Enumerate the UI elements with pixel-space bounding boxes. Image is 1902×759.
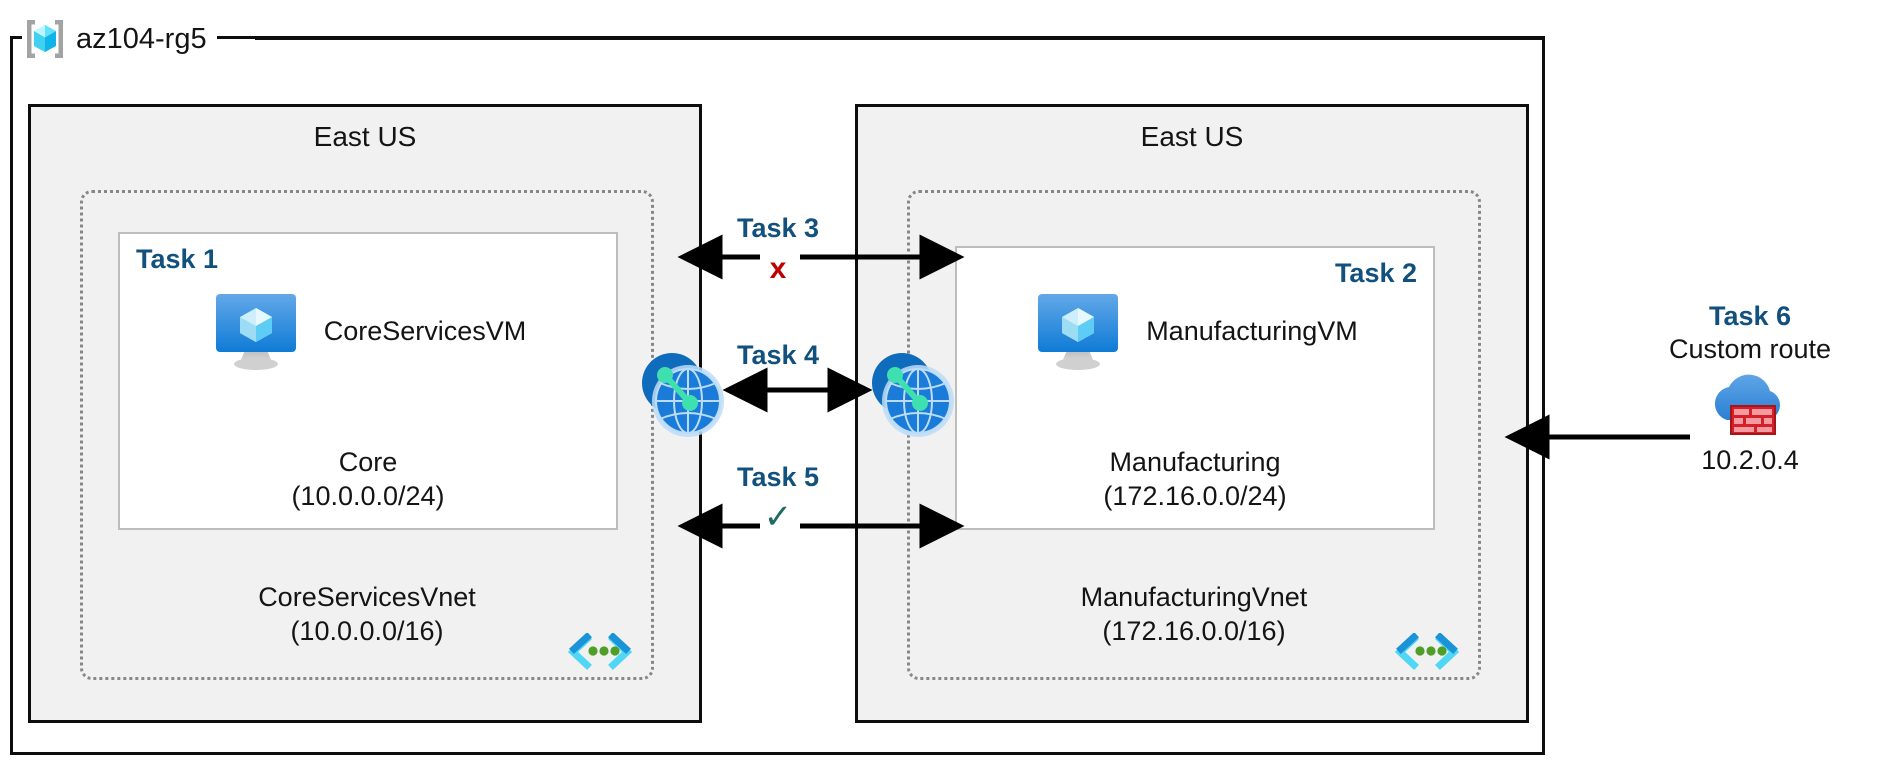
task-6-block: Task 6 Custom route xyxy=(1600,300,1900,479)
azure-firewall-icon-wrap xyxy=(1600,367,1900,443)
vnet-coreservices: CoreServicesVnet (10.0.0.0/16) xyxy=(80,190,654,680)
subnet-core-name: Core xyxy=(338,446,398,477)
subnet-manufacturing-cidr: (172.16.0.0/24) xyxy=(1103,481,1287,512)
azure-vm-icon xyxy=(1032,288,1124,374)
azure-resource-group-icon xyxy=(22,16,68,62)
vnet-manufacturing: ManufacturingVnet (172.16.0.0/16) xyxy=(907,190,1481,680)
vnet-coreservices-label: CoreServicesVnet (10.0.0.0/16) xyxy=(83,580,651,649)
vnet-icon xyxy=(1394,632,1460,673)
task-3-title: Task 3 xyxy=(736,213,820,243)
subnet-manufacturing: Task 2 xyxy=(955,246,1435,530)
resource-group-top-rule xyxy=(255,37,1545,40)
subnet-core-cidr: (10.0.0.0/24) xyxy=(291,481,445,512)
task-3-verdict-cross-icon: x xyxy=(769,252,787,285)
subnet-manufacturing-label: Manufacturing (172.16.0.0/24) xyxy=(957,445,1433,514)
subnet-core: Task 1 xyxy=(118,232,618,530)
task-6-ip: 10.2.0.4 xyxy=(1701,445,1799,476)
vm-row-coreservices: CoreServicesVM xyxy=(120,288,616,374)
region-right-title: East US xyxy=(1140,121,1244,152)
vm-row-manufacturing: ManufacturingVM xyxy=(957,288,1433,374)
task-5-verdict-check-icon: ✓ xyxy=(763,498,793,536)
resource-group-name: az104-rg5 xyxy=(76,22,207,55)
task-6-subtitle: Custom route xyxy=(1668,334,1832,365)
task-2-tag: Task 2 xyxy=(1334,258,1417,288)
vnet-manufacturing-cidr: (172.16.0.0/16) xyxy=(1102,616,1286,647)
azure-vm-icon xyxy=(210,288,302,374)
resource-group-label: az104-rg5 xyxy=(22,20,217,58)
vnet-manufacturing-label: ManufacturingVnet (172.16.0.0/16) xyxy=(910,580,1478,649)
vnet-icon xyxy=(567,632,633,673)
vm-name-manufacturing: ManufacturingVM xyxy=(1146,315,1358,346)
task-5-title: Task 5 xyxy=(736,462,820,492)
vnet-coreservices-name: CoreServicesVnet xyxy=(258,581,476,612)
task-4-title: Task 4 xyxy=(736,340,820,370)
vnet-peering-icon xyxy=(632,345,730,443)
subnet-core-label: Core (10.0.0.0/24) xyxy=(120,445,616,514)
task-1-tag: Task 1 xyxy=(136,244,219,274)
vnet-manufacturing-name: ManufacturingVnet xyxy=(1080,581,1308,612)
vm-name-coreservices: CoreServicesVM xyxy=(323,315,527,346)
vnet-peering-icon xyxy=(862,345,960,443)
region-left-title: East US xyxy=(313,121,417,152)
azure-firewall-icon xyxy=(1701,368,1799,442)
subnet-manufacturing-name: Manufacturing xyxy=(1109,446,1281,477)
vnet-coreservices-cidr: (10.0.0.0/16) xyxy=(290,616,444,647)
task-6-title: Task 6 xyxy=(1708,301,1792,331)
